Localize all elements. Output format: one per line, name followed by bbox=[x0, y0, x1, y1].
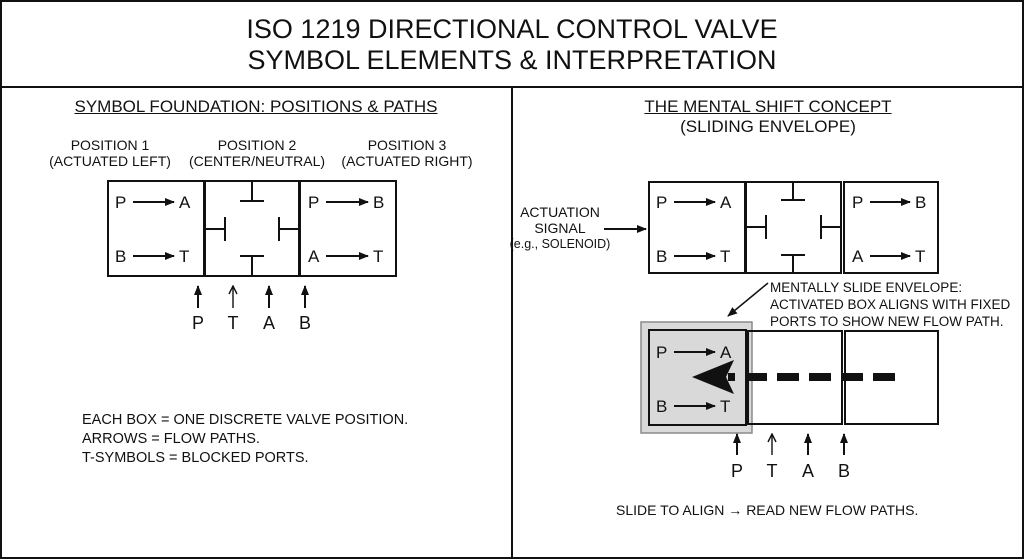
port-label: P bbox=[192, 313, 204, 333]
page-title-line-2: SYMBOL ELEMENTS & INTERPRETATION bbox=[247, 45, 777, 75]
left-port-arrows bbox=[194, 285, 309, 308]
port-label: B bbox=[299, 313, 311, 333]
rbox3-top-from: P bbox=[852, 193, 863, 212]
actuation-signal-label: ACTUATION SIGNAL (e.g., SOLENOID) bbox=[500, 204, 650, 252]
box1-bottom-to: T bbox=[179, 247, 189, 266]
actuation-line-2: SIGNAL bbox=[534, 220, 586, 236]
rbox1-bottom-from: B bbox=[656, 247, 667, 266]
rbox3-bottom-to: T bbox=[915, 247, 925, 266]
sbox-top-to: A bbox=[720, 343, 732, 362]
actuation-line-1: ACTUATION bbox=[520, 204, 600, 220]
port-label: A bbox=[802, 461, 814, 481]
sbox-bottom-to: T bbox=[720, 397, 730, 416]
rbox3-top-to: B bbox=[915, 193, 926, 212]
legend-note-3: T-SYMBOLS = BLOCKED PORTS. bbox=[82, 450, 309, 466]
rbox3-bottom-from: A bbox=[852, 247, 864, 266]
left-section-heading: SYMBOL FOUNDATION: POSITIONS & PATHS bbox=[74, 97, 438, 116]
rbox1-top-from: P bbox=[656, 193, 667, 212]
callout-line-3: PORTS TO SHOW NEW FLOW PATH. bbox=[770, 314, 1004, 329]
box3-top-to: B bbox=[373, 193, 384, 212]
position-3-subtitle: (ACTUATED RIGHT) bbox=[341, 153, 473, 169]
slide-arrow-head bbox=[692, 360, 734, 394]
box1-top-from: P bbox=[115, 193, 126, 212]
left-port-labels: P T A B bbox=[192, 313, 311, 333]
position-1-title: POSITION 1 bbox=[70, 137, 150, 153]
port-label: A bbox=[263, 313, 275, 333]
right-position-3-box bbox=[843, 181, 939, 274]
port-label: T bbox=[228, 313, 239, 333]
callout-line-1: MENTALLY SLIDE ENVELOPE: bbox=[770, 280, 963, 295]
box1-top-to: A bbox=[179, 193, 191, 212]
right-port-arrows bbox=[733, 433, 848, 455]
legend-note-2: ARROWS = FLOW PATHS. bbox=[82, 431, 260, 447]
sbox-top-from: P bbox=[656, 343, 667, 362]
box3-top-from: P bbox=[308, 193, 319, 212]
box3-bottom-to: T bbox=[373, 247, 383, 266]
right-port-labels: P T A B bbox=[731, 461, 850, 481]
page-title-line-1: ISO 1219 DIRECTIONAL CONTROL VALVE bbox=[246, 14, 778, 44]
port-label: T bbox=[767, 461, 778, 481]
position-3-box bbox=[299, 180, 397, 277]
port-label: P bbox=[731, 461, 743, 481]
position-3-title: POSITION 3 bbox=[367, 137, 447, 153]
position-1-label: POSITION 1 (ACTUATED LEFT) bbox=[30, 137, 190, 169]
right-heading-line-2: (SLIDING ENVELOPE) bbox=[680, 117, 856, 136]
actuation-line-3: (e.g., SOLENOID) bbox=[509, 237, 611, 251]
callout-line-2: ACTIVATED BOX ALIGNS WITH FIXED bbox=[770, 297, 1011, 312]
right-section-heading: THE MENTAL SHIFT CONCEPT (SLIDING ENVELO… bbox=[512, 97, 1024, 137]
right-valve-symbol: P A B T P B A T bbox=[648, 181, 939, 274]
box1-bottom-from: B bbox=[115, 247, 126, 266]
left-valve-symbol: P A B T P B A T bbox=[107, 180, 397, 277]
sbox-bottom-from: B bbox=[656, 397, 667, 416]
position-1-subtitle: (ACTUATED LEFT) bbox=[49, 153, 171, 169]
footer-instruction: SLIDE TO ALIGN → READ NEW FLOW PATHS. bbox=[616, 502, 919, 518]
rbox1-top-to: A bbox=[720, 193, 732, 212]
position-2-title: POSITION 2 bbox=[217, 137, 297, 153]
callout-leader-arrow bbox=[727, 282, 769, 317]
slide-callout-text: MENTALLY SLIDE ENVELOPE: ACTIVATED BOX A… bbox=[770, 279, 1010, 330]
box3-bottom-from: A bbox=[308, 247, 320, 266]
right-heading-line-1: THE MENTAL SHIFT CONCEPT bbox=[644, 97, 892, 116]
blocked-port-t-symbols bbox=[205, 181, 299, 276]
position-2-subtitle: (CENTER/NEUTRAL) bbox=[188, 153, 326, 169]
position-3-label: POSITION 3 (ACTUATED RIGHT) bbox=[327, 137, 487, 169]
shifted-valve-symbol: P A B T bbox=[640, 321, 939, 434]
right-blocked-port-t-symbols bbox=[746, 182, 841, 273]
position-2-label: POSITION 2 (CENTER/NEUTRAL) bbox=[177, 137, 337, 169]
rbox1-bottom-to: T bbox=[720, 247, 730, 266]
legend-note-1: EACH BOX = ONE DISCRETE VALVE POSITION. bbox=[82, 412, 409, 428]
port-label: B bbox=[838, 461, 850, 481]
